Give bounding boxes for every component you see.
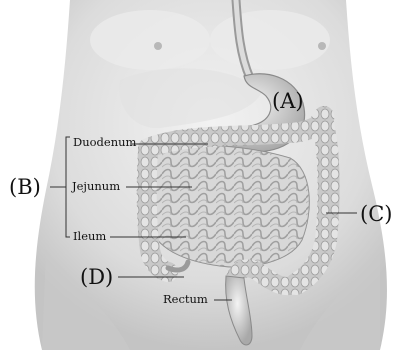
- left-nipple: [154, 42, 162, 50]
- label-c: (C): [360, 204, 392, 225]
- small-intestine-shade: [143, 145, 309, 267]
- label-rectum: Rectum: [163, 294, 208, 306]
- right-nipple: [318, 42, 326, 50]
- label-ileum: Ileum: [73, 231, 106, 243]
- left-chest: [90, 10, 210, 70]
- label-b: (B): [9, 177, 41, 198]
- label-duodenum: Duodenum: [73, 137, 136, 149]
- label-a: (A): [272, 91, 304, 112]
- label-jejunum: Jejunum: [72, 181, 120, 193]
- label-d: (D): [80, 267, 113, 288]
- right-chest: [210, 10, 330, 70]
